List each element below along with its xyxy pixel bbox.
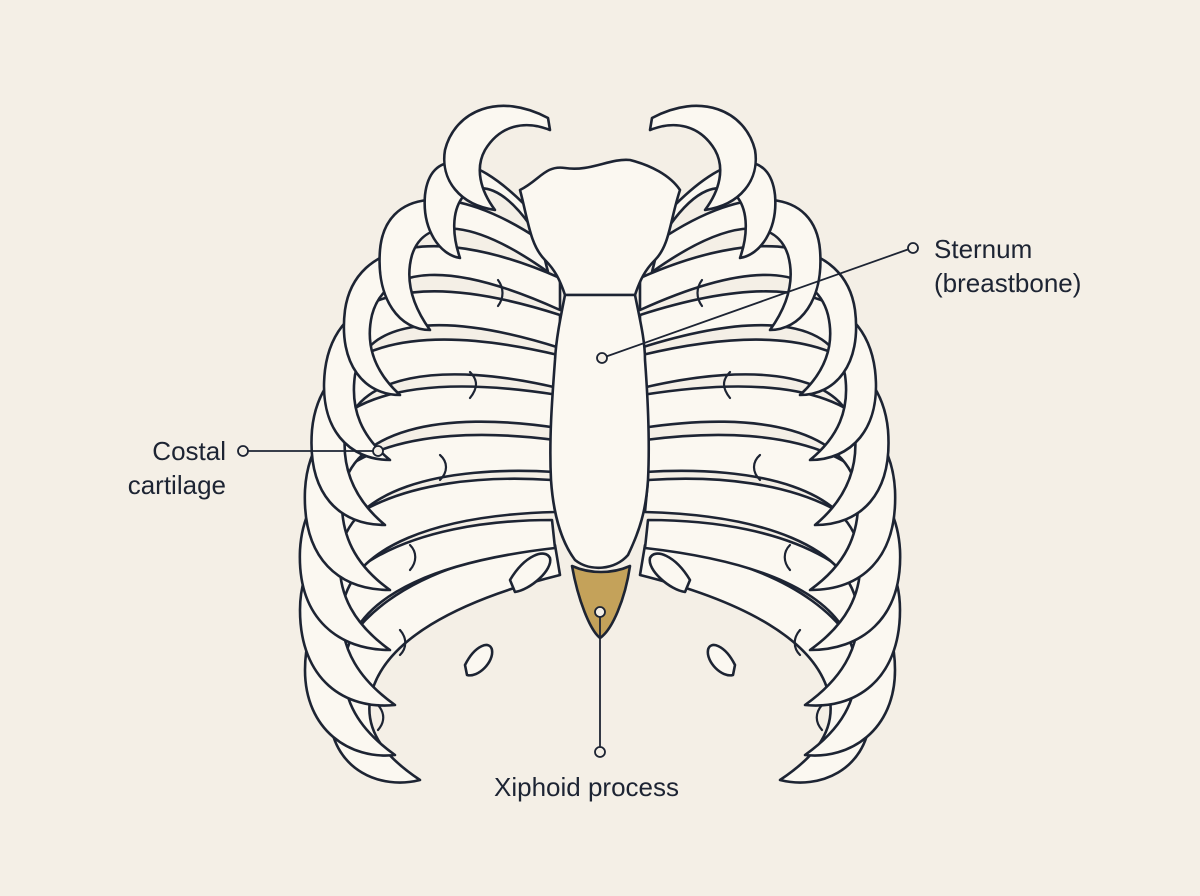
xiphoid-process-label: Xiphoid process [494, 772, 679, 802]
costal-cartilage-label: Costal cartilage [108, 434, 226, 502]
sternum-label: Sternum (breastbone) [934, 232, 1081, 300]
rib-left-10 [328, 543, 562, 784]
ribs-left [298, 104, 562, 784]
sternum-body [549, 293, 651, 570]
xiphoid-label-marker [594, 746, 606, 758]
costal-label-line2: cartilage [127, 470, 226, 500]
manubrium [518, 158, 682, 297]
costal-marker [372, 445, 384, 457]
clavicle-right [648, 104, 758, 212]
sternum-label-line1: Sternum [934, 234, 1033, 264]
sternum-label-marker [907, 242, 919, 254]
xiphoid-process-shape [570, 564, 632, 640]
clavicle-left [442, 104, 552, 212]
rib-right-10 [638, 543, 872, 784]
ribs-right [638, 104, 902, 784]
leader-lines [237, 242, 919, 758]
sternum-label-line2: (breastbone) [934, 268, 1082, 298]
costal-label-marker [237, 445, 249, 457]
xiphoid-marker [594, 606, 606, 618]
costal-joints [376, 278, 824, 732]
costal-label-line1: Costal [152, 436, 226, 466]
sternum [518, 158, 682, 570]
sternum-leader [601, 247, 913, 359]
sternum-marker [596, 352, 608, 364]
intercartilage-gaps [463, 552, 737, 677]
